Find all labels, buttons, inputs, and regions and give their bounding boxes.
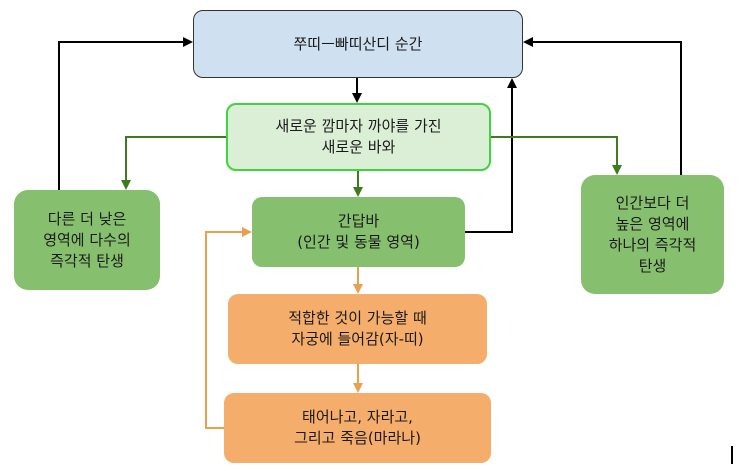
node-text: 그리고 죽음(마라나) (294, 429, 421, 447)
node-text: 인간보다 더 (615, 193, 690, 212)
node-text: 높은 영역에 (615, 214, 690, 233)
node-text: 다른 더 낮은 (47, 209, 127, 228)
node-text: (인간 및 동물 영역) (297, 233, 420, 251)
node-birth-growth-death: 태어나고, 자라고, 그리고 죽음(마라나) (224, 393, 491, 463)
arrow-left-to-top (58, 37, 193, 190)
node-text: 자궁에 들어감(자-띠) (291, 330, 424, 348)
node-text: 적합한 것이 가능할 때 (288, 309, 427, 327)
node-conception: 적합한 것이 가능할 때 자궁에 들어감(자-띠) (228, 294, 487, 364)
arrow-new-to-higher (491, 136, 622, 175)
node-cuti-patisandhi-moment: 쭈띠ㅡ빠띠산디 순간 (193, 10, 523, 78)
arrow-new-to-lower (121, 136, 226, 190)
node-text: 태어나고, 자라고, (302, 408, 413, 426)
node-text: 쭈띠ㅡ빠띠산디 순간 (293, 34, 423, 53)
node-new-being: 새로운 깜마자 까야를 가진 새로운 바와 (226, 103, 491, 171)
node-text: 새로운 깜마자 까야를 가진 (275, 117, 442, 135)
node-text: 간답바 (337, 212, 380, 230)
node-gandhabba: 간답바 (인간 및 동물 영역) (252, 197, 465, 267)
text-cursor (731, 446, 733, 464)
arrow-gandhabba-to-top (465, 78, 517, 233)
node-lower-realm-rebirth: 다른 더 낮은 영역에 다수의 즉각적 탄생 (14, 190, 160, 290)
node-text: 영역에 다수의 (43, 230, 131, 249)
arrow-right-to-top (523, 37, 682, 175)
node-text: 탄생 (638, 256, 667, 275)
node-higher-realm-rebirth: 인간보다 더 높은 영역에 하나의 즉각적 탄생 (581, 175, 724, 294)
node-text: 하나의 즉각적 (608, 235, 697, 254)
arrow-life-to-gandhabba (205, 227, 252, 429)
node-text: 즉각적 탄생 (50, 251, 124, 270)
node-text: 새로운 바와 (321, 138, 396, 156)
